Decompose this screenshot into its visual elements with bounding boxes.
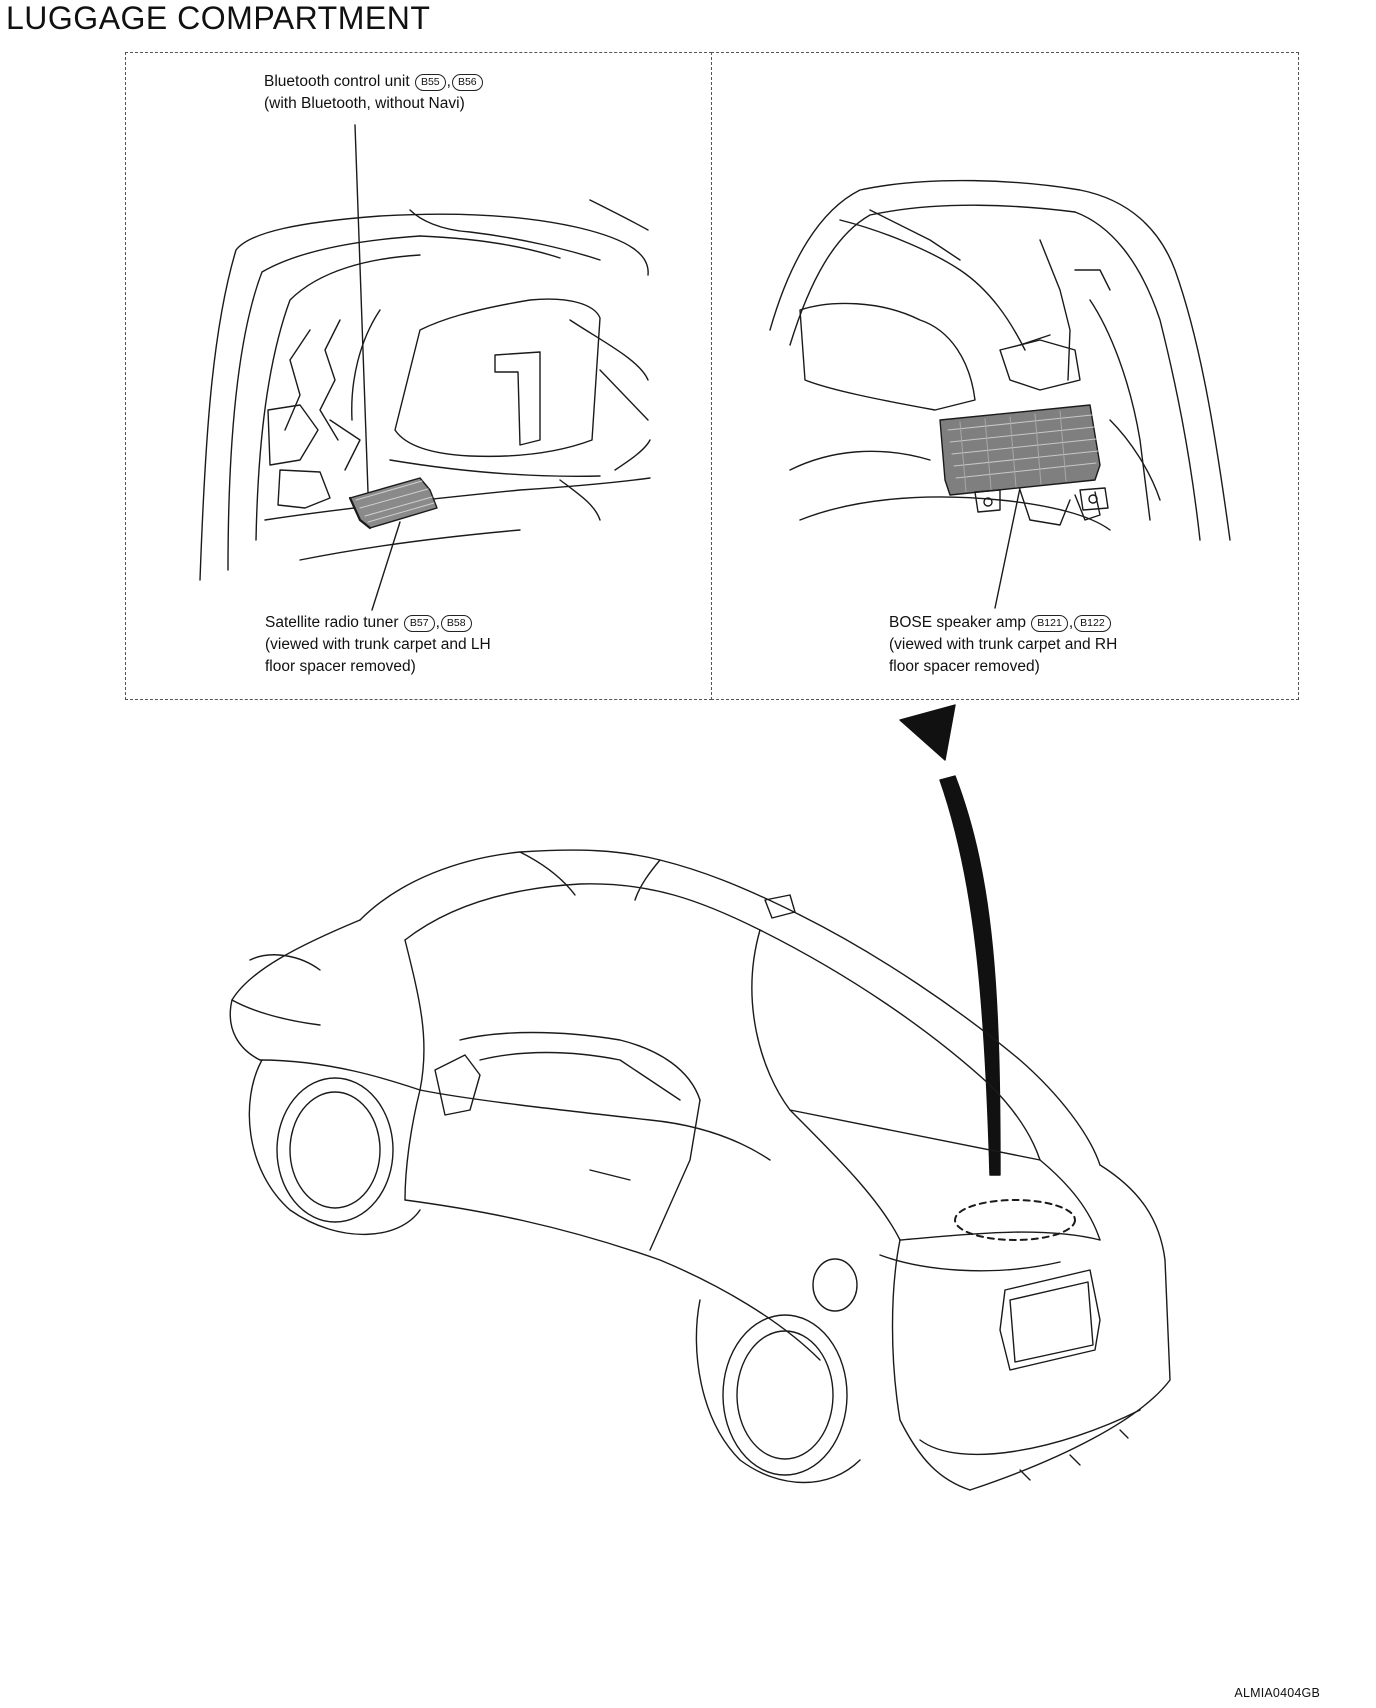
satellite-note-line-2: floor spacer removed) — [265, 658, 416, 675]
left-trunk-drawing — [199, 124, 651, 611]
figure-reference-code: ALMIA0404GB — [1234, 1686, 1320, 1700]
page-title: LUGGAGE COMPARTMENT — [6, 0, 431, 36]
right-detail-panel — [711, 52, 1299, 700]
bose-note-line-2: floor spacer removed) — [889, 658, 1040, 675]
satellite-label: Satellite radio tuner — [265, 614, 399, 631]
connector-badge-b55: B55 — [414, 74, 446, 91]
connector-badge-b122: B122 — [1074, 615, 1111, 632]
location-arrow — [899, 704, 1001, 1176]
bose-speaker-amp-callout: BOSE speaker amp B121,B122 (viewed with … — [889, 612, 1117, 678]
connector-badge-b58: B58 — [440, 615, 472, 632]
connector-badge-b57: B57 — [403, 615, 435, 632]
bluetooth-note: (with Bluetooth, without Navi) — [264, 95, 465, 112]
badge-separator: , — [446, 73, 451, 90]
satellite-note-line-1: (viewed with trunk carpet and LH — [265, 636, 491, 653]
badge-separator: , — [1068, 614, 1074, 631]
right-trunk-drawing — [769, 179, 1231, 609]
bluetooth-label: Bluetooth control unit — [264, 73, 410, 90]
bose-label: BOSE speaker amp — [889, 614, 1026, 631]
badge-separator: , — [435, 614, 440, 631]
car-illustration — [229, 849, 1171, 1491]
satellite-radio-tuner-callout: Satellite radio tuner B57,B58 (viewed wi… — [265, 612, 491, 678]
bose-note-line-1: (viewed with trunk carpet and RH — [889, 636, 1118, 653]
bluetooth-control-unit-callout: Bluetooth control unit B55,B56 (with Blu… — [264, 71, 484, 115]
connector-badge-b121: B121 — [1031, 615, 1068, 632]
connector-badge-b56: B56 — [451, 74, 483, 91]
